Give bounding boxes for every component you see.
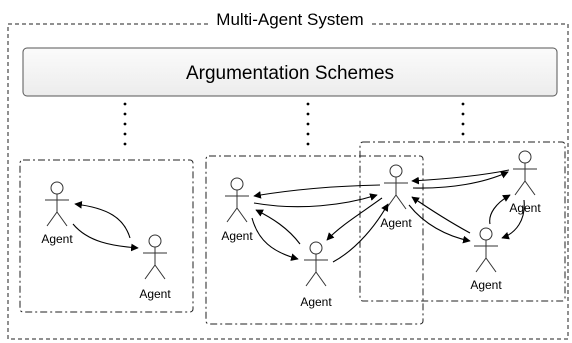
arrow	[411, 169, 510, 185]
agent-figure: Agent	[139, 234, 171, 301]
agent-group-middle	[205, 155, 424, 325]
banner-label: Argumentation Schemes	[186, 63, 394, 84]
agent-group-right	[359, 141, 566, 302]
system-title: Multi-Agent System	[216, 10, 363, 29]
arrow	[411, 196, 471, 234]
arrow	[412, 171, 509, 189]
arrow	[72, 223, 139, 252]
agent-label: Agent	[41, 232, 73, 246]
agent-figure: Agent	[470, 227, 502, 292]
arrow	[253, 184, 381, 199]
arrow	[74, 201, 131, 239]
agent-figure: Agent	[380, 164, 412, 230]
agent-label: Agent	[139, 287, 171, 301]
arrow	[326, 197, 383, 241]
arrow	[253, 193, 378, 208]
banner-connector-dots	[123, 102, 465, 146]
agent-label: Agent	[300, 295, 332, 309]
arrow	[501, 199, 525, 240]
agent-label: Agent	[470, 278, 502, 292]
arrow	[255, 209, 301, 245]
agent-figure: Agent	[509, 150, 541, 215]
agent-label: Agent	[509, 201, 541, 215]
agent-label: Agent	[221, 229, 253, 243]
argumentation-schemes-banner	[22, 47, 558, 97]
agent-figure: Agent	[221, 177, 253, 243]
arrow	[251, 217, 299, 261]
agent-label: Agent	[380, 216, 412, 230]
agent-group-left	[19, 159, 194, 313]
arrow	[408, 204, 471, 244]
agent-figure: Agent	[41, 181, 73, 246]
system-title-bg	[211, 6, 369, 30]
arrow	[332, 203, 389, 263]
interaction-arrows	[72, 169, 525, 263]
arrow	[489, 194, 511, 225]
agent-figure: Agent	[300, 241, 332, 309]
